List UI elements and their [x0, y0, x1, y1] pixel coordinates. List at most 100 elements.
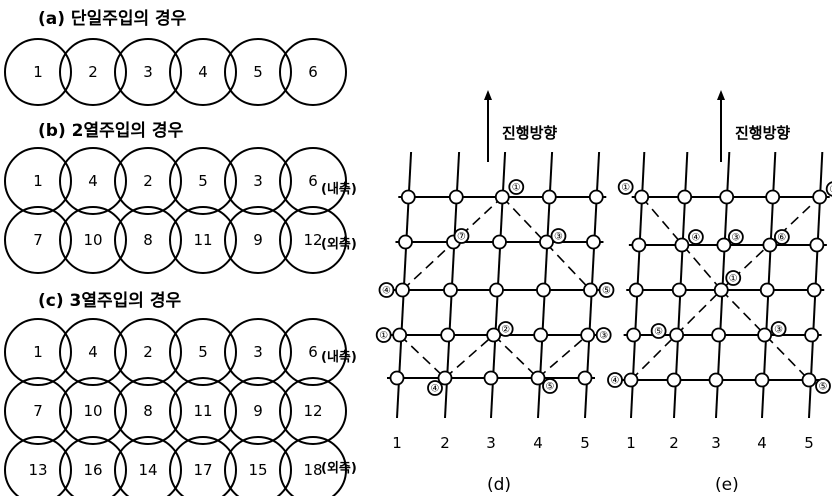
- circle-number: 3: [253, 343, 263, 361]
- sequence-marker: [650, 323, 667, 339]
- column-number: 5: [580, 434, 590, 452]
- column-number: 4: [533, 434, 543, 452]
- panel-b-heading: (b) 2열주입의 경우: [38, 121, 184, 141]
- grout-hole: [765, 189, 781, 205]
- circle-number: 10: [83, 402, 102, 420]
- grout-hole: [801, 372, 817, 388]
- circle-number: 1: [33, 343, 43, 361]
- grout-circle: [59, 147, 127, 215]
- sequence-marker-number: ④: [382, 286, 391, 297]
- grout-hole: [809, 237, 825, 253]
- circle-number: 2: [143, 172, 153, 190]
- grout-circle: [169, 436, 237, 496]
- sequence-marker: [815, 378, 831, 394]
- sequence-marker: [607, 372, 623, 388]
- grout-circle: [114, 206, 182, 274]
- grout-circle: [169, 206, 237, 274]
- sequence-marker: [508, 179, 525, 195]
- circle-number: 8: [143, 402, 153, 420]
- grout-circle: [114, 147, 182, 215]
- sequence-marker-number: ②: [829, 185, 832, 196]
- grout-hole: [392, 327, 408, 343]
- circle-number: 14: [138, 461, 157, 479]
- sequence-marker: [725, 270, 742, 286]
- grout-hole: [489, 282, 504, 298]
- sequence-marker: [617, 179, 634, 195]
- grout-circle: [224, 206, 292, 274]
- grout-hole: [530, 370, 546, 386]
- grout-hole: [812, 189, 828, 205]
- sequence-marker-number: ③: [774, 325, 783, 336]
- sequence-marker-number: ③: [731, 233, 740, 244]
- circle-number: 6: [308, 172, 318, 190]
- panel-b-inner-label: (내측): [321, 181, 357, 197]
- sequence-marker-number: ⑥: [777, 233, 786, 244]
- sequence-diagonal: [641, 196, 722, 291]
- grout-hole: [666, 372, 682, 388]
- grout-hole: [448, 189, 464, 205]
- grout-hole: [443, 282, 458, 298]
- grout-hole: [533, 327, 549, 343]
- grout-circle: [114, 377, 182, 445]
- circle-number: 4: [88, 172, 98, 190]
- grout-circle: [224, 436, 292, 496]
- sequence-marker-number: ⑤: [602, 286, 611, 297]
- grout-circle: [224, 147, 292, 215]
- circle-number: 3: [143, 63, 153, 81]
- grout-circle: [59, 318, 127, 386]
- grout-circle: [114, 38, 182, 106]
- circle-number: 4: [88, 343, 98, 361]
- sequence-diagonal: [444, 334, 495, 379]
- grout-circle: [169, 377, 237, 445]
- grout-hole: [634, 189, 650, 205]
- grout-hole: [716, 237, 732, 253]
- grout-circle: [4, 38, 72, 106]
- column-number: 4: [757, 434, 767, 452]
- grout-hole: [580, 327, 596, 343]
- grout-circle: [279, 38, 347, 106]
- sequence-diagonal: [537, 334, 589, 379]
- grout-hole: [623, 372, 639, 388]
- grout-circle: [169, 38, 237, 106]
- circle-number: 11: [193, 402, 212, 420]
- sequence-diagonal: [399, 334, 446, 379]
- grout-hole: [674, 237, 690, 253]
- column-number: 1: [626, 434, 636, 452]
- circle-number: 9: [253, 231, 263, 249]
- grout-hole: [395, 282, 410, 298]
- sequence-marker: [598, 282, 615, 298]
- sequence-diagonal: [630, 289, 722, 381]
- circle-number: 7: [33, 231, 43, 249]
- sequence-marker: [427, 380, 443, 396]
- panel-c-inner-label: (내측): [321, 349, 357, 365]
- panel-e-caption: (e): [715, 475, 739, 495]
- circle-number: 5: [198, 343, 208, 361]
- sequence-marker: [773, 229, 790, 245]
- grout-hole: [804, 327, 820, 343]
- grout-hole: [628, 282, 644, 298]
- circle-number: 12: [303, 402, 322, 420]
- grout-hole: [631, 237, 647, 253]
- sequence-marker: [542, 378, 558, 394]
- grout-circle: [114, 436, 182, 496]
- panel-a-heading: (a) 단일주입의 경우: [38, 9, 187, 29]
- sequence-marker: [378, 282, 395, 298]
- grout-hole: [437, 370, 453, 386]
- circle-number: 17: [193, 461, 212, 479]
- grout-hole: [588, 189, 604, 205]
- grout-circle: [279, 377, 347, 445]
- sequence-marker: [497, 321, 514, 337]
- circle-number: 9: [253, 402, 263, 420]
- panel-d-caption: (d): [487, 475, 511, 495]
- grout-hole: [583, 282, 598, 298]
- panel-e-grid: ①②④③⑥①⑤③④⑤12345: [607, 151, 832, 452]
- sequence-marker: [453, 228, 470, 244]
- circle-number: 4: [198, 63, 208, 81]
- panel-d-direction-arrow: [484, 90, 492, 162]
- column-number: 2: [440, 434, 450, 452]
- grout-hole: [762, 237, 778, 253]
- sequence-diagonal: [720, 289, 810, 381]
- circle-number: 1: [33, 172, 43, 190]
